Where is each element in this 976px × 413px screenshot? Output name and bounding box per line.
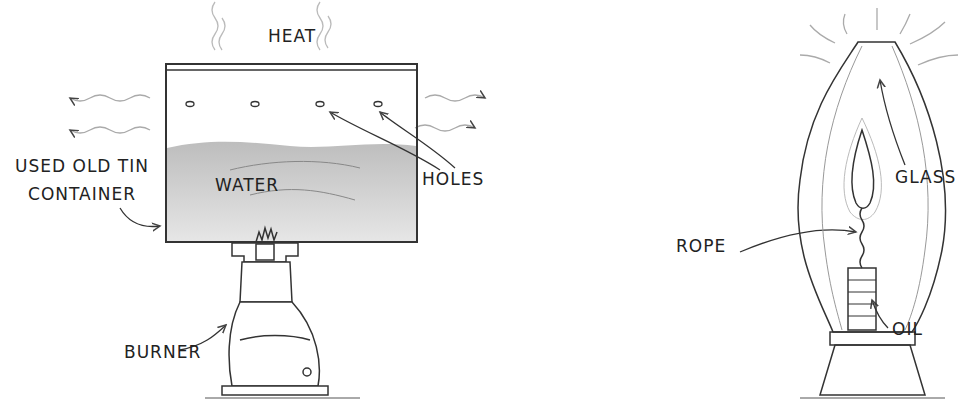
heat-arrow [70,127,150,133]
ray [800,55,830,63]
ray [876,8,877,30]
lamp-wick [860,208,864,268]
burner-flame [256,228,277,242]
heat-wave [219,18,225,50]
burner-jet [256,244,274,260]
hole [251,102,259,107]
burner-seam [240,336,310,341]
light-rays [800,8,958,65]
water-label: WATER [215,175,279,195]
tin-container: WATER [165,63,418,243]
ground-line [800,398,945,399]
glass-label: GLASS [895,163,975,191]
ray [843,14,847,34]
heat-waves [212,2,331,50]
holes [186,102,382,107]
burner-neck [240,262,292,302]
ripple [230,161,360,170]
heat-arrow [415,125,475,131]
ray [910,22,945,44]
lamp-base [820,345,925,395]
oil-label: OIL [892,315,952,343]
lamp-flame [852,130,874,208]
burner-base [222,386,328,395]
heat-wave [212,2,218,50]
reservoir-lines [848,280,876,316]
container-label: USED OLD TIN CONTAINER [2,152,162,208]
burner-label: BURNER [124,338,214,366]
burner-body [229,302,319,386]
heat-wave [317,2,323,50]
heat-arrow [70,95,150,101]
oil-reservoir [848,268,876,330]
heat-arrow [425,95,485,101]
rope-label: ROPE [676,232,746,260]
water-fill [167,142,416,241]
hole [186,102,194,107]
hole [316,102,324,107]
burner-drawing [222,228,328,395]
container-rim [165,69,418,71]
leader-line [740,230,856,252]
heat-wave [325,16,331,48]
flame-glow [844,118,881,220]
burner-cup [232,243,298,262]
heat-label: HEAT [252,22,332,50]
heat-arrows [70,95,485,133]
ground-line [205,398,360,399]
leader-line [120,208,160,227]
leader-line [880,80,905,165]
ray [900,14,910,34]
holes-label: HOLES [422,165,502,193]
hole [374,102,382,107]
ray [810,25,835,43]
ray [918,55,958,65]
leader-line [330,112,440,170]
burner-knob [303,368,311,376]
glass-reflection [892,46,928,330]
lamp-drawing [798,42,945,395]
